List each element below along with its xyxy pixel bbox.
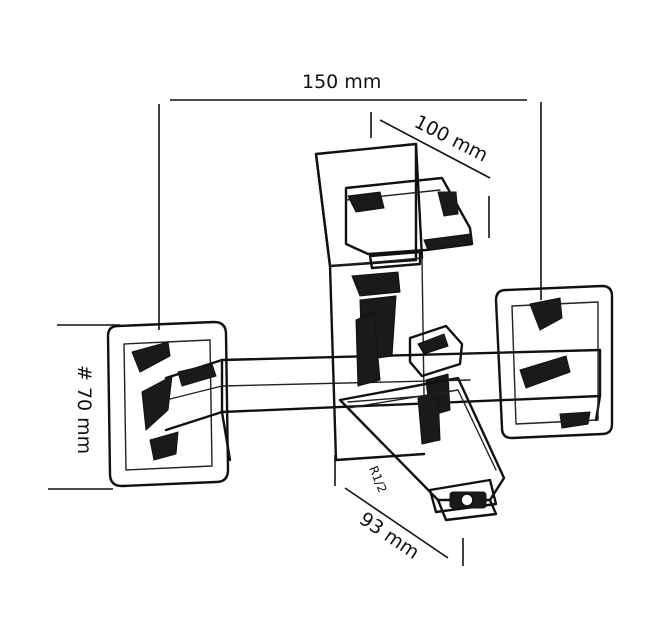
label-spout-93: 93 mm <box>355 508 423 564</box>
left-wall-flange <box>106 320 230 488</box>
mixer-body <box>314 142 426 462</box>
diverter-knob <box>408 324 464 445</box>
faucet-body-bar <box>164 348 602 462</box>
label-thread: R1/2 <box>366 464 389 495</box>
spout <box>338 376 506 522</box>
label-width-150: 150 mm <box>302 71 381 93</box>
dimension-lines <box>48 99 542 566</box>
dim-line-93 <box>344 487 449 559</box>
right-wall-flange <box>494 284 614 440</box>
spout-thread-ring <box>460 493 474 507</box>
label-height-70: # 70 mm <box>73 365 95 454</box>
lever-handle <box>344 176 474 270</box>
dim-line-100 <box>379 119 491 179</box>
